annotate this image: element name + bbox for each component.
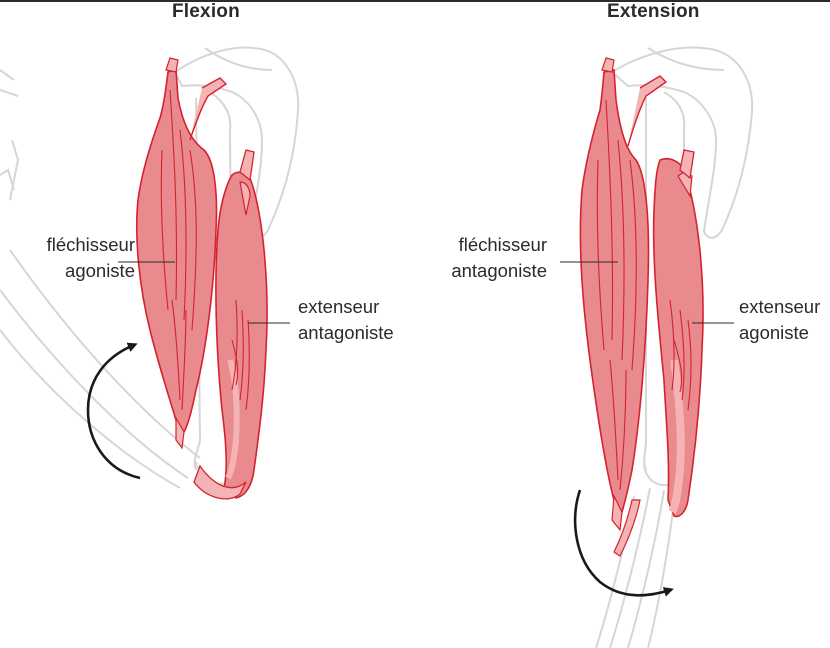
flexion-flexor-muscle — [135, 57, 247, 500]
flexion-flexor-label: fléchisseur agoniste — [5, 232, 135, 284]
extension-flexor-label-line1: fléchisseur — [458, 234, 547, 255]
extension-extensor-label-line2: agoniste — [739, 322, 809, 343]
flexion-extensor-label-line2: antagoniste — [298, 322, 394, 343]
extension-flexor-muscle — [579, 57, 668, 557]
extension-panel — [560, 46, 754, 648]
flexion-extensor-label: extenseur antagoniste — [298, 294, 394, 346]
flexion-flexor-label-line2: agoniste — [65, 260, 135, 281]
extension-flexor-label-line2: antagoniste — [451, 260, 547, 281]
flexion-extensor-label-line1: extenseur — [298, 296, 380, 317]
flexion-arrow — [86, 342, 141, 480]
flexion-title: Flexion — [172, 1, 240, 22]
extension-extensor-label: extenseur agoniste — [739, 294, 820, 346]
flexion-flexor-label-line1: fléchisseur — [46, 234, 135, 255]
extension-title: Extension — [607, 1, 700, 22]
extension-arrow — [573, 489, 674, 597]
flexion-panel — [0, 46, 300, 500]
flexion-extensor-muscle — [215, 149, 268, 499]
top-rule — [0, 0, 830, 2]
extension-extensor-muscle — [652, 149, 704, 518]
extension-extensor-label-line1: extenseur — [739, 296, 821, 317]
extension-flexor-label: fléchisseur antagoniste — [430, 232, 547, 284]
